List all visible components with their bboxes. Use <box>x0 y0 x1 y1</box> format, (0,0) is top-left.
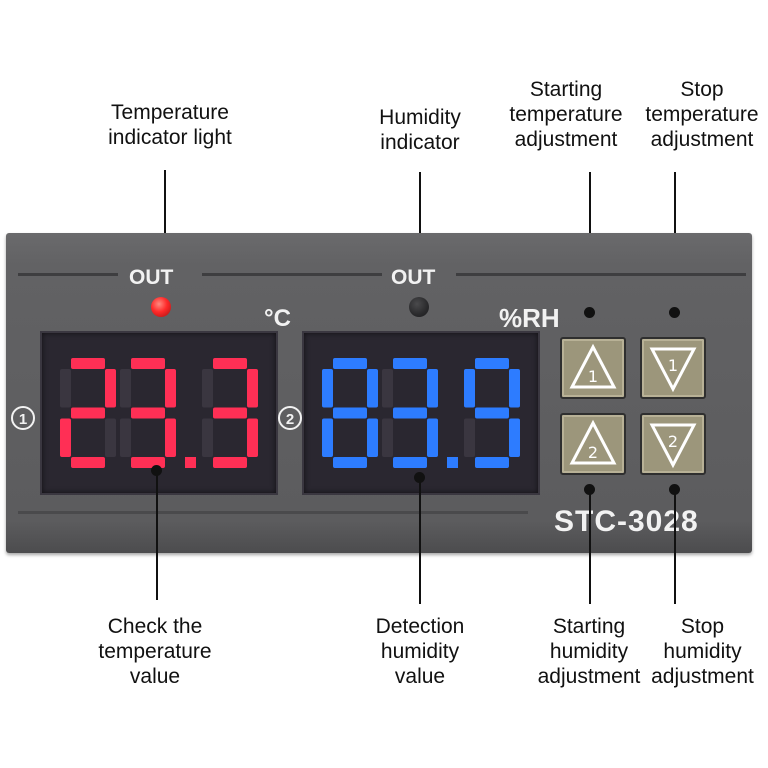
out-label-left: OUT <box>129 266 174 289</box>
callout-starting-temperature-adjustment: Starting temperature adjustment <box>509 78 623 151</box>
temperature-indicator-led <box>151 297 171 317</box>
humidity-reading-digit-3-segment-g <box>475 407 509 419</box>
humidity-reading-digit-2-segment-c <box>427 418 438 457</box>
callout-temperature-indicator-light: Temperature indicator light <box>108 101 232 149</box>
humidity-indicator-led <box>409 297 429 317</box>
temperature-reading-digit-2-segment-b <box>165 369 176 408</box>
leader-start-hum-adjust <box>589 489 591 604</box>
callout-stop-temperature-adjustment: Stop temperature adjustment <box>645 78 759 151</box>
top-ridge-middle <box>202 273 382 276</box>
temperature-reading-digit-3-segment-b <box>247 369 258 408</box>
leader-temperature-light <box>164 170 166 288</box>
button-temp-up-number: 1 <box>588 367 598 386</box>
temperature-reading-digit-2-segment-a <box>131 358 165 369</box>
humidity-reading-digit-3-segment-c <box>509 418 520 457</box>
humidity-reading-digit-1-segment-e <box>322 418 333 457</box>
button-temp-down-number: 1 <box>668 356 678 375</box>
humidity-reading-digit-2-segment-a <box>393 358 427 369</box>
leader-humidity-indicator <box>419 172 421 290</box>
temperature-reading-digit-1-segment-b <box>105 369 116 408</box>
humidity-reading-digit-3-segment-a <box>475 358 509 369</box>
humidity-reading-digit-1-segment-b <box>367 369 378 408</box>
callout-detection-humidity-value: Detection humidity value <box>375 615 465 688</box>
humidity-unit: %RH <box>499 303 560 333</box>
humidity-reading-digit-1-segment-c <box>367 418 378 457</box>
button-hum-up-number: 2 <box>588 443 598 462</box>
channel-2-marker: 2 <box>278 406 302 430</box>
humidity-reading-digit-2-segment-g <box>393 407 427 419</box>
celsius-unit: °C <box>264 305 291 332</box>
stop-humidity-down-button[interactable]: 2 <box>640 413 706 475</box>
humidity-reading-digit-3-segment-b <box>509 369 520 408</box>
temperature-reading-digit-1-segment-e <box>60 418 71 457</box>
humidity-reading-digit-1-segment-d <box>333 457 367 468</box>
temperature-reading-digit-1-segment-c <box>105 418 116 457</box>
humidity-reading-digit-3-segment-e <box>464 418 475 457</box>
humidity-reading-digit-1-segment-a <box>333 358 367 369</box>
callout-check-temperature-value: Check the temperature value <box>98 615 212 688</box>
humidity-reading-digit-2-segment-d <box>393 457 427 468</box>
dot-start-temp <box>584 307 595 318</box>
humidity-reading-digit-1-segment-f <box>322 369 333 408</box>
temperature-reading-digit-2-segment-f <box>120 369 131 408</box>
dot-stop-temp <box>669 307 680 318</box>
top-ridge-left <box>18 273 118 276</box>
temperature-reading-digit-3-segment-g <box>213 407 247 419</box>
callout-humidity-indicator: Humidity indicator <box>379 106 461 154</box>
temperature-reading-decimal-point <box>185 457 196 468</box>
start-temperature-up-button[interactable]: 1 <box>560 337 626 399</box>
humidity-reading-digit-3-segment-f <box>464 369 475 408</box>
humidity-reading-digit-2-segment-b <box>427 369 438 408</box>
humidity-reading-digit-3-segment-d <box>475 457 509 468</box>
temperature-reading-digit-1-segment-g <box>71 407 105 419</box>
channel-1-marker: 1 <box>11 406 35 430</box>
temperature-reading-digit-3-segment-a <box>213 358 247 369</box>
temperature-reading-digit-2-segment-e <box>120 418 131 457</box>
callout-stop-humidity-adjustment: Stop humidity adjustment <box>651 615 754 688</box>
temperature-reading-digit-1-segment-d <box>71 457 105 468</box>
leader-stop-hum-adjust <box>674 489 676 604</box>
start-humidity-up-button[interactable]: 2 <box>560 413 626 475</box>
stop-temperature-down-button[interactable]: 1 <box>640 337 706 399</box>
humidity-display <box>302 331 540 495</box>
temperature-reading-digit-3-segment-c <box>247 418 258 457</box>
button-hum-down-number: 2 <box>668 432 678 451</box>
humidity-reading-digit-1-segment-g <box>333 407 367 419</box>
temperature-digits <box>60 358 258 468</box>
callout-starting-humidity-adjustment: Starting humidity adjustment <box>537 615 641 688</box>
humidity-reading-decimal-point <box>447 457 458 468</box>
out-label-right: OUT <box>391 266 436 289</box>
humidity-digits <box>322 358 520 468</box>
temperature-reading-digit-3-segment-d <box>213 457 247 468</box>
thermostat-device: OUT OUT °C %RH 1 2 1 1 2 2 STC-3028 <box>6 233 752 553</box>
humidity-reading-digit-2-segment-e <box>382 418 393 457</box>
temperature-reading-digit-1-segment-f <box>60 369 71 408</box>
temperature-reading-digit-2-segment-g <box>131 407 165 419</box>
leader-humidity-value <box>419 477 421 604</box>
temperature-reading-digit-3-segment-e <box>202 418 213 457</box>
temperature-reading-digit-2-segment-c <box>165 418 176 457</box>
leader-temperature-value <box>156 470 158 600</box>
temperature-reading-digit-3-segment-f <box>202 369 213 408</box>
bottom-ridge <box>18 511 528 514</box>
temperature-reading-digit-1-segment-a <box>71 358 105 369</box>
top-ridge-right <box>456 273 746 276</box>
humidity-reading-digit-2-segment-f <box>382 369 393 408</box>
model-label: STC-3028 <box>554 505 699 538</box>
